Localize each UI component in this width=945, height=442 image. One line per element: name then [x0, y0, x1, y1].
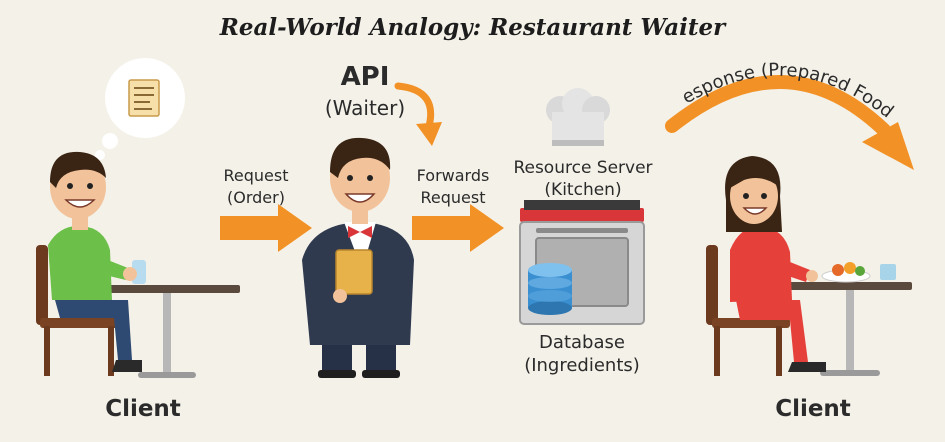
api-sub-label: (Waiter)	[324, 96, 406, 120]
api-label: API	[340, 62, 390, 92]
waiter-notepad	[335, 249, 373, 295]
waiter-figure	[302, 82, 442, 378]
forwards-arrow	[412, 204, 504, 252]
database-label: Database	[539, 332, 625, 353]
order-note-icon	[128, 79, 160, 117]
request-label: Request	[223, 166, 289, 185]
resource-server-sub-label: (Kitchen)	[544, 180, 622, 200]
request-sub-label: (Order)	[227, 188, 285, 207]
forwards-label: Forwards	[416, 166, 490, 185]
client-right-figure	[706, 156, 912, 376]
diagram-title: Real-World Analogy: Restaurant Waiter	[219, 14, 726, 41]
resource-server-label: Resource Server	[513, 158, 653, 178]
response-arrow	[665, 75, 914, 170]
cup-icon	[880, 264, 896, 280]
forwards-sub-label: Request	[420, 188, 486, 207]
client-left-label: Client	[105, 396, 181, 422]
database-icon	[528, 263, 572, 315]
client-right-label: Client	[775, 396, 851, 422]
client-left-figure	[36, 58, 240, 378]
request-arrow	[220, 204, 312, 252]
database-sub-label: (Ingredients)	[524, 355, 640, 376]
kitchen-stove	[519, 88, 645, 325]
chef-hat-icon	[546, 88, 610, 146]
